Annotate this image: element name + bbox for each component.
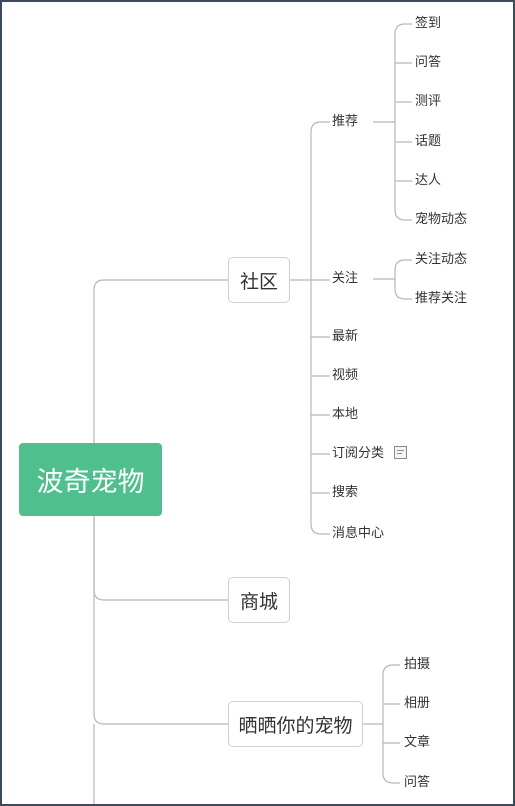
node-subscribe-category[interactable]: 订阅分类 bbox=[332, 446, 385, 461]
node-checkin[interactable]: 签到 bbox=[415, 16, 442, 31]
node-expert[interactable]: 达人 bbox=[415, 173, 442, 188]
node-shoot[interactable]: 拍摄 bbox=[404, 657, 431, 672]
node-pet-feed[interactable]: 宠物动态 bbox=[415, 212, 468, 227]
connector-community-others bbox=[310, 280, 330, 535]
node-article[interactable]: 文章 bbox=[404, 735, 431, 750]
note-icon[interactable] bbox=[394, 446, 407, 459]
node-local[interactable]: 本地 bbox=[332, 407, 359, 422]
node-qa[interactable]: 问答 bbox=[415, 55, 442, 70]
node-review[interactable]: 测评 bbox=[415, 94, 442, 109]
node-search[interactable]: 搜索 bbox=[332, 485, 359, 500]
node-recommend[interactable]: 推荐 bbox=[332, 114, 359, 129]
connector-root-show bbox=[93, 516, 228, 725]
node-follow[interactable]: 关注 bbox=[332, 271, 359, 286]
node-suggested-follow[interactable]: 推荐关注 bbox=[415, 291, 468, 306]
node-community[interactable]: 社区 bbox=[228, 257, 290, 303]
node-topic[interactable]: 话题 bbox=[415, 134, 442, 149]
node-latest[interactable]: 最新 bbox=[332, 329, 359, 344]
node-mall[interactable]: 商城 bbox=[228, 577, 290, 623]
node-message-center[interactable]: 消息中心 bbox=[332, 526, 385, 541]
root-node[interactable]: 波奇宠物 bbox=[19, 443, 162, 516]
node-album[interactable]: 相册 bbox=[404, 696, 431, 711]
connector-community-recommend bbox=[310, 121, 330, 280]
connector-root-mall bbox=[93, 516, 228, 601]
node-show-pet[interactable]: 晒晒你的宠物 bbox=[228, 701, 363, 747]
node-show-qa[interactable]: 问答 bbox=[404, 775, 431, 790]
node-video[interactable]: 视频 bbox=[332, 368, 359, 383]
node-follow-feed[interactable]: 关注动态 bbox=[415, 252, 468, 267]
connector-root-community bbox=[93, 279, 228, 443]
